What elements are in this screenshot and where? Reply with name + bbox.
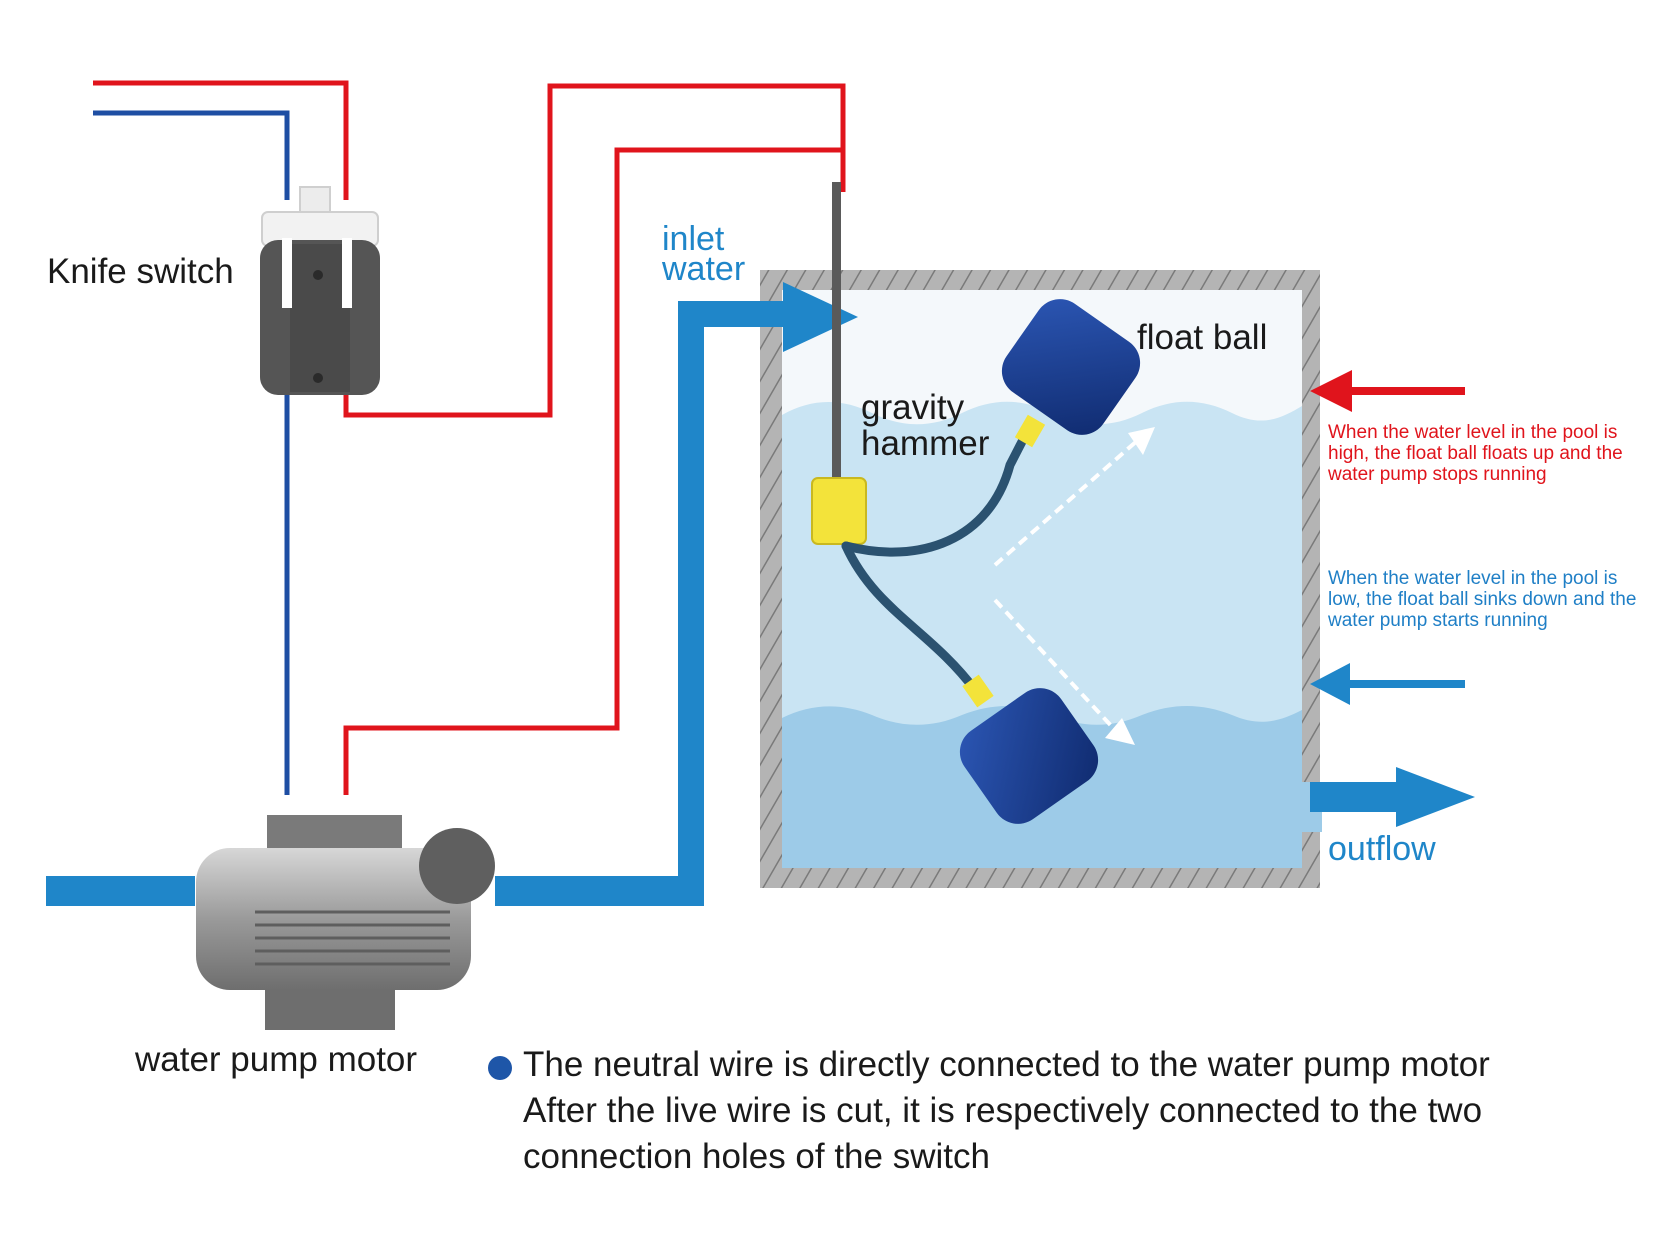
knife-switch-label: Knife switch	[47, 252, 234, 291]
inlet-water-label-line2: water	[662, 250, 746, 288]
cable-lower	[841, 541, 980, 695]
water-pump-motor	[195, 815, 495, 1030]
wiring	[93, 80, 846, 795]
footer-line-2: After the live wire is cut, it is respec…	[523, 1091, 1483, 1130]
inlet-water-label-line1: inlet	[662, 220, 725, 258]
neutral-wire	[93, 110, 290, 200]
outflow-pipe	[1310, 782, 1400, 812]
gravity-hammer-label-line1: gravity	[861, 388, 965, 427]
water-pipes	[46, 282, 1475, 906]
outflow-label: outflow	[1328, 830, 1436, 868]
live-wire-float-to-motor	[343, 147, 843, 795]
outflow-arrow-head	[1396, 767, 1475, 827]
inlet-pipe-top	[678, 301, 788, 327]
gravity-hammer-label-line2: hammer	[861, 424, 990, 463]
motion-arrow-up-head	[1128, 427, 1155, 455]
inlet-water-label: inlet water	[662, 220, 746, 288]
support-rod	[832, 182, 841, 490]
high-level-note: When the water level in the pool is high…	[1328, 422, 1623, 485]
float-ball-lower	[959, 688, 1099, 824]
gravity-hammer-label: gravity hammer	[861, 390, 989, 462]
float-ball-upper	[1001, 299, 1141, 435]
discharge-pipe-horizontal	[486, 876, 704, 906]
cable-upper	[841, 425, 1033, 557]
gravity-hammer	[811, 477, 867, 545]
live-wire-supply	[93, 80, 349, 200]
float-switch	[811, 182, 1141, 824]
inlet-arrow-head	[783, 282, 858, 352]
bullet-icon	[488, 1056, 512, 1080]
discharge-pipe-vertical	[678, 301, 704, 906]
knife-switch	[260, 186, 380, 395]
low-level-note: When the water level in the pool is low,…	[1328, 568, 1637, 631]
motion-arrows	[993, 438, 1140, 732]
footer-line-3: connection holes of the switch	[523, 1137, 990, 1176]
footer-line-1: The neutral wire is directly connected t…	[523, 1045, 1490, 1084]
water-pump-motor-label: water pump motor	[135, 1040, 418, 1079]
live-wire-switch-to-float	[343, 83, 846, 418]
footer-text: The neutral wire is directly connected t…	[523, 1042, 1490, 1180]
high-level-arrow	[1310, 370, 1465, 412]
motion-arrow-down-head	[1105, 718, 1135, 745]
low-level-arrow	[1310, 663, 1465, 705]
float-ball-label: float ball	[1137, 318, 1268, 357]
suction-pipe	[46, 876, 196, 906]
